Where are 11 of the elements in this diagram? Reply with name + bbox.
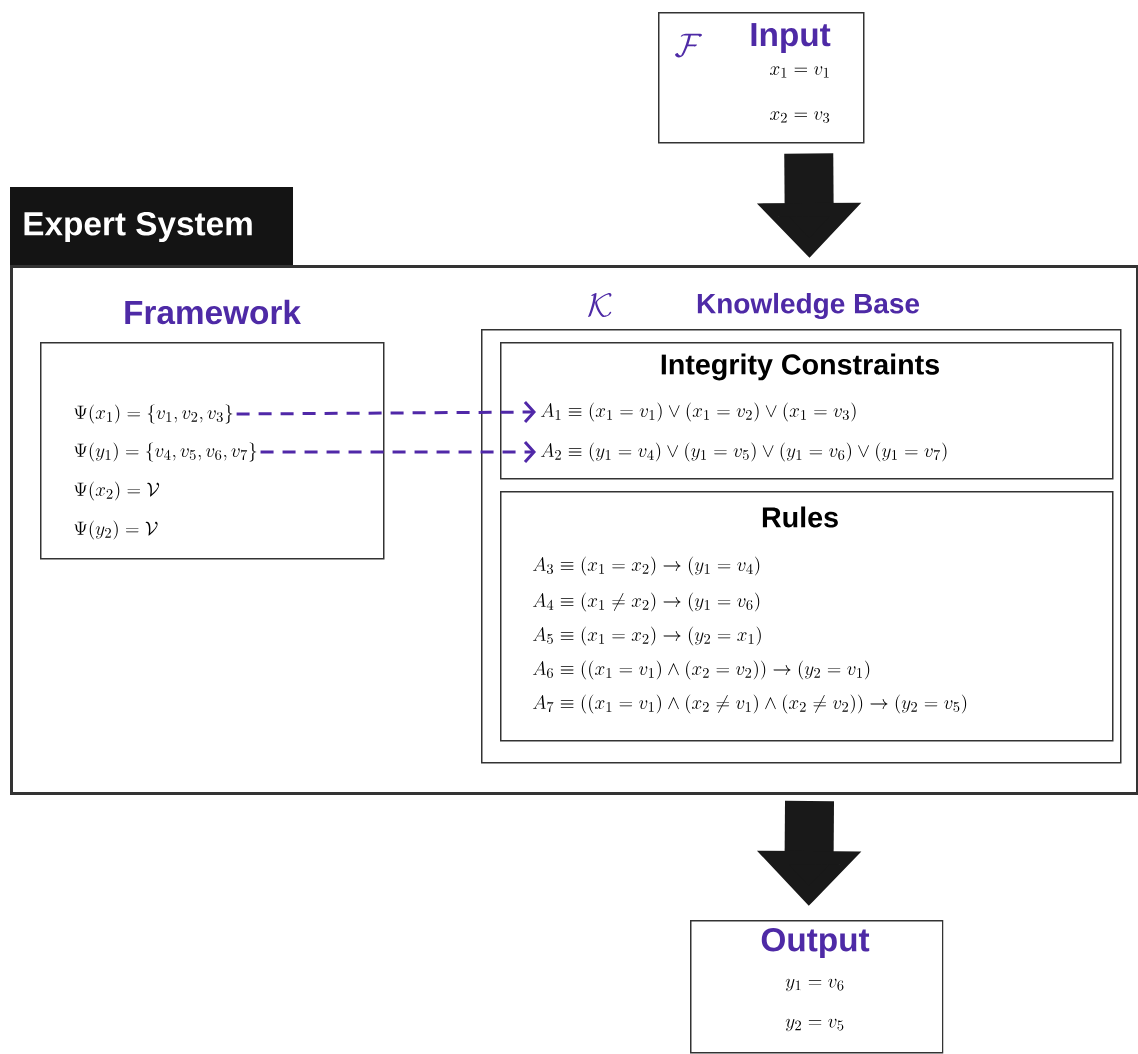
constraints-box: Integrity Constraints $A_1 \equiv (x_1 = v_1) \vee (x_1 = v_2) \vee (x_1 = v_3)$ $A_2 \equiv (y_1 = v_4) \vee (y_1 = v_5) \vee (y_1 = v_6) \vee (y_1 = v_7)$ bbox=[500, 342, 1114, 480]
dashed-arrow bbox=[260, 441, 536, 463]
node-label: Framework bbox=[125, 299, 301, 325]
output-box: Output $y_1 = v_6$ $y_2 = v_5$ bbox=[690, 920, 944, 1054]
rules-box: Rules $A_3 \equiv (x_1 = x_2) \rightarrow (y_1 = v_4)$ $A_4 \equiv (x_1 \neq x_2) \rightarrow (y_1 = v_6)$ $A_5 \equiv (x_1 = x_2) \rightarrow (y_2 = x_1)$ $A_6 \equiv ((x_1 = v_1) \wedge (x_2 = v_2)) \rightarrow (y_2 = v_1)$ $A_7 \equiv ((x_1 = v_1) \wedge (x_2 \neq v_1) \wedge (x_2 \neq v_2)) \rightarrow (y_2 = v_5)$ bbox=[500, 491, 1114, 742]
node-label: $\mathcal{K}$ bbox=[588, 292, 612, 318]
node-label: Knowledge Base bbox=[697, 292, 920, 320]
dashed-arrow bbox=[236, 401, 536, 424]
framework-box: Framework $\Psi(x_1) = \{v_1, v_2, v_3\}$ $\Psi(y_1) = \{v_4, v_5, v_6, v_7\}$ $\Psi(x_2) = \mathcal{V}$ $\Psi(y_2) = \mathcal{V}$ bbox=[40, 299, 385, 560]
input-box: $\mathcal{F}$ Input $x_1 = v_1$ $x_2 = v_3$ bbox=[658, 12, 865, 144]
node-label: Expert System bbox=[24, 211, 252, 243]
